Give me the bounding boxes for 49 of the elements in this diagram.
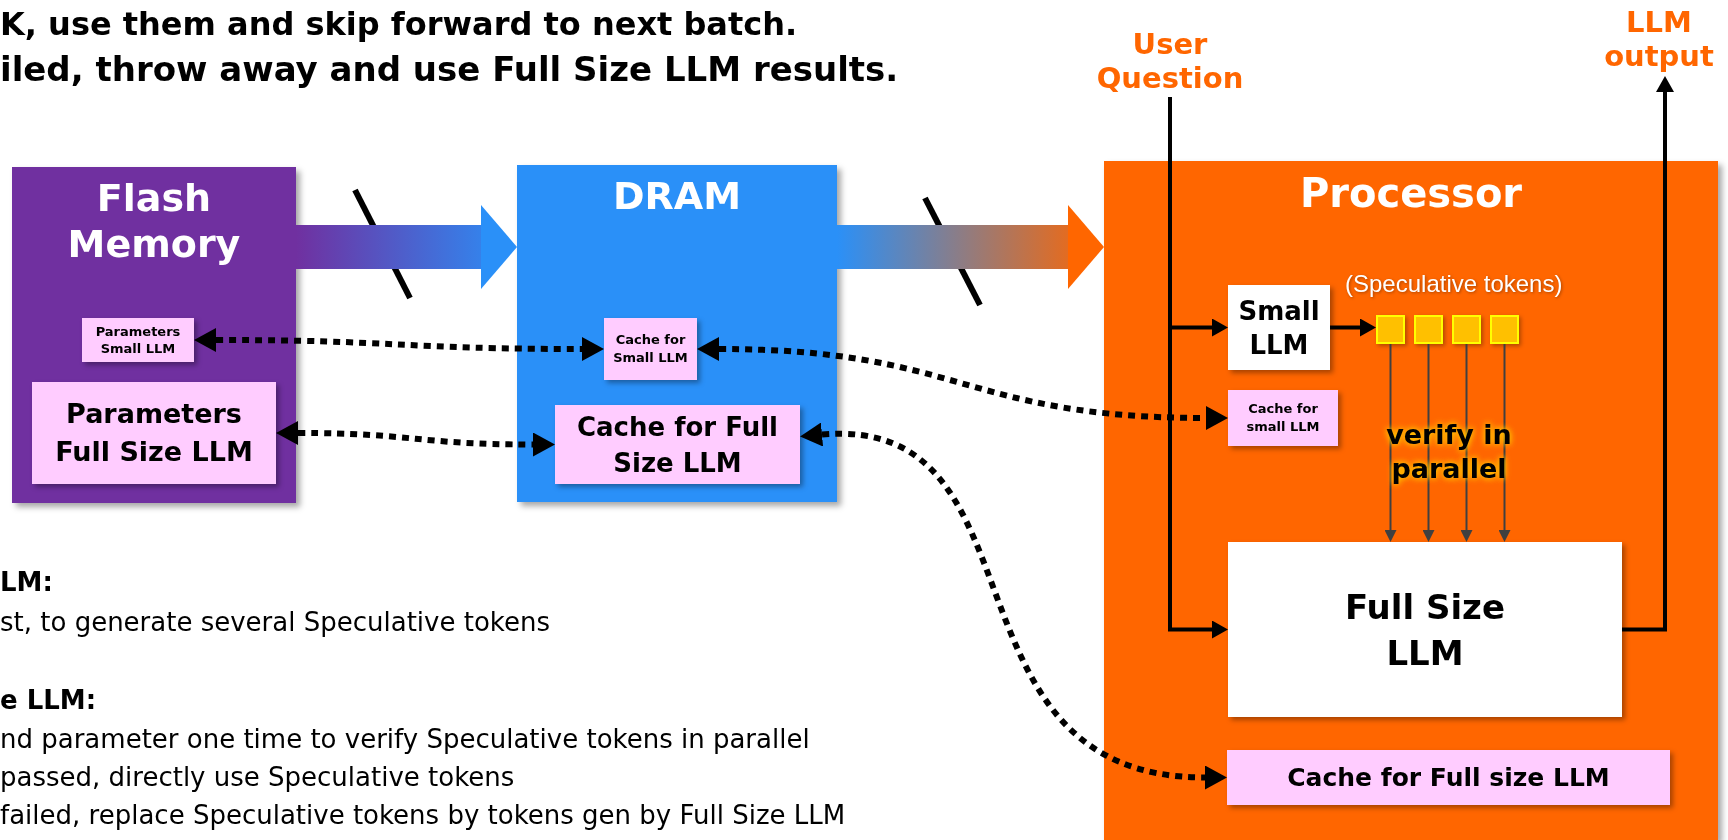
note-text: K, use them and skip forward to next batch. [0,4,798,45]
cache-box [32,382,276,484]
description-text: nd parameter one time to verify Speculative tokens in parallel [0,723,810,756]
arrow [1460,343,1473,542]
box-label: Cache for small LLM [1245,400,1321,436]
arrow [1622,76,1674,632]
dotted-arrow [276,421,555,457]
memory-block [517,165,837,502]
box-label: Cache for Full Size LLM [575,410,780,480]
box-label: Full Size LLM [1344,585,1506,675]
arrow [1330,318,1376,337]
section-heading: LM: [0,566,53,599]
block-title: Processor [1299,169,1523,217]
arrow [1384,343,1397,542]
description-text: passed, directly use Speculative tokens [0,761,515,794]
token-square [1414,315,1443,344]
model-box [1228,285,1330,370]
section-heading: e LLM: [0,684,97,717]
memory-block [12,167,296,503]
dotted-arrow [697,337,1228,430]
box-label: Parameters Small LLM [94,323,182,357]
note-text: iled, throw away and use Full Size LLM results. [0,48,899,91]
block-title: Flash Memory [66,175,242,267]
arrow [1498,343,1511,542]
box-label: Parameters Full Size LLM [54,397,254,469]
box-label: User Question [1095,27,1245,95]
dotted-arrow [800,422,1227,790]
token-square [1452,315,1481,344]
description-text: failed, replace Speculative tokens by tokens gen by Full Size LLM [0,799,846,832]
cache-box [604,318,697,380]
cache-box [1227,750,1670,805]
block-title: DRAM [613,173,741,219]
dotted-arrow [194,328,604,361]
box-label: Cache for Small LLM [612,331,689,367]
data-flow-arrow [296,205,517,289]
box-label: Cache for Full size LLM [1287,762,1610,793]
arrow [1422,343,1435,542]
model-box [1228,542,1622,717]
cache-box [1228,390,1338,446]
description-text: st, to generate several Speculative tokens [0,606,550,639]
token-caption: (Speculative tokens) [1345,269,1563,299]
token-square [1376,315,1405,344]
memory-block [1104,161,1718,840]
cache-box [82,318,194,362]
data-flow-arrow [837,205,1104,289]
token-square [1490,315,1519,344]
box-label: LLM output [1603,5,1715,73]
box-label: Small LLM [1237,294,1321,362]
cache-box [555,405,800,484]
